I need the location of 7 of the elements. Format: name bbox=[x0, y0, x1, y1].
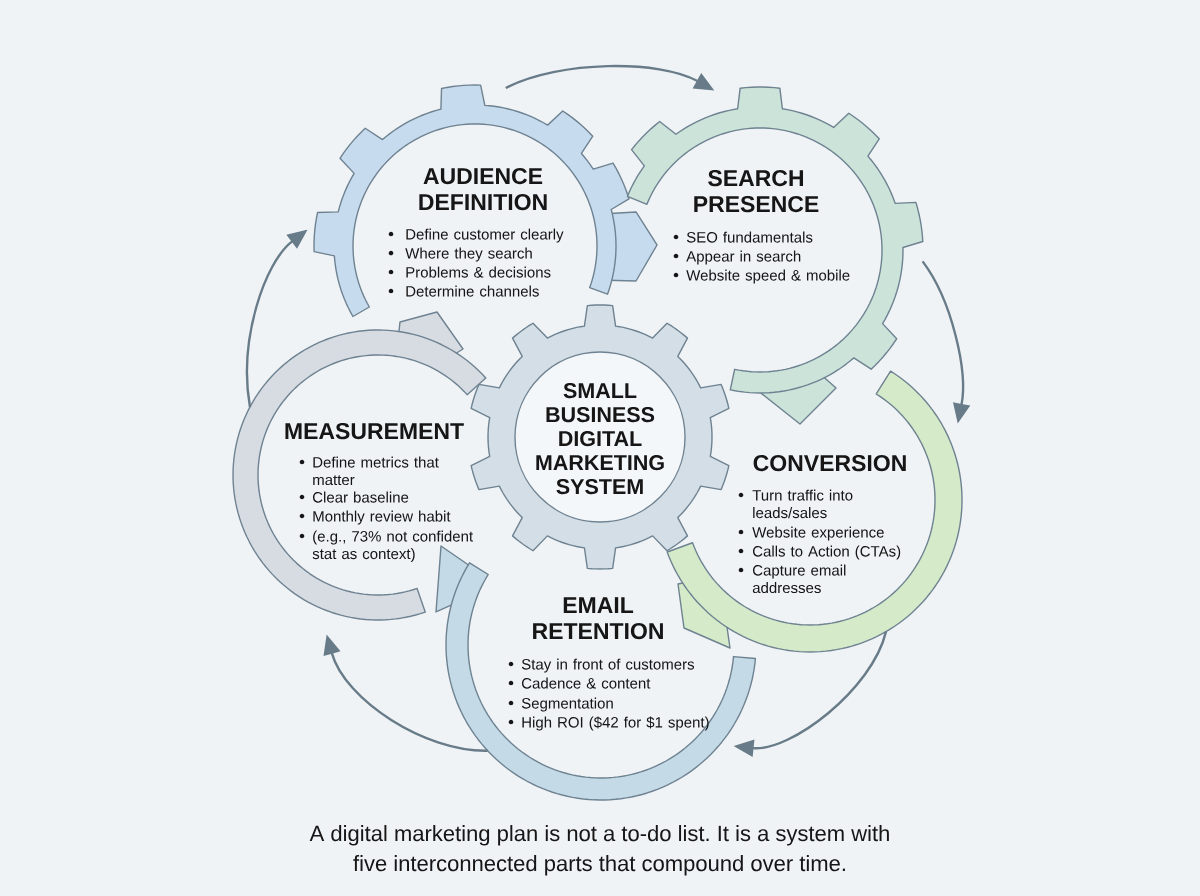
list-item: Website experience bbox=[752, 526, 884, 541]
list-item: Capture email addresses bbox=[752, 564, 846, 594]
list-item: Calls to Action (CTAs) bbox=[752, 545, 901, 560]
caption: A digital marketing plan is not a to-do list. It is a system with five interconnected parts that compound over time. bbox=[309, 825, 889, 876]
gear-label: SMALL BUSINESS DIGITAL MARKETING SYSTEM bbox=[536, 383, 664, 495]
list-item: Turn traffic into leads/sales bbox=[752, 489, 853, 519]
heading: CONVERSION bbox=[753, 454, 906, 472]
